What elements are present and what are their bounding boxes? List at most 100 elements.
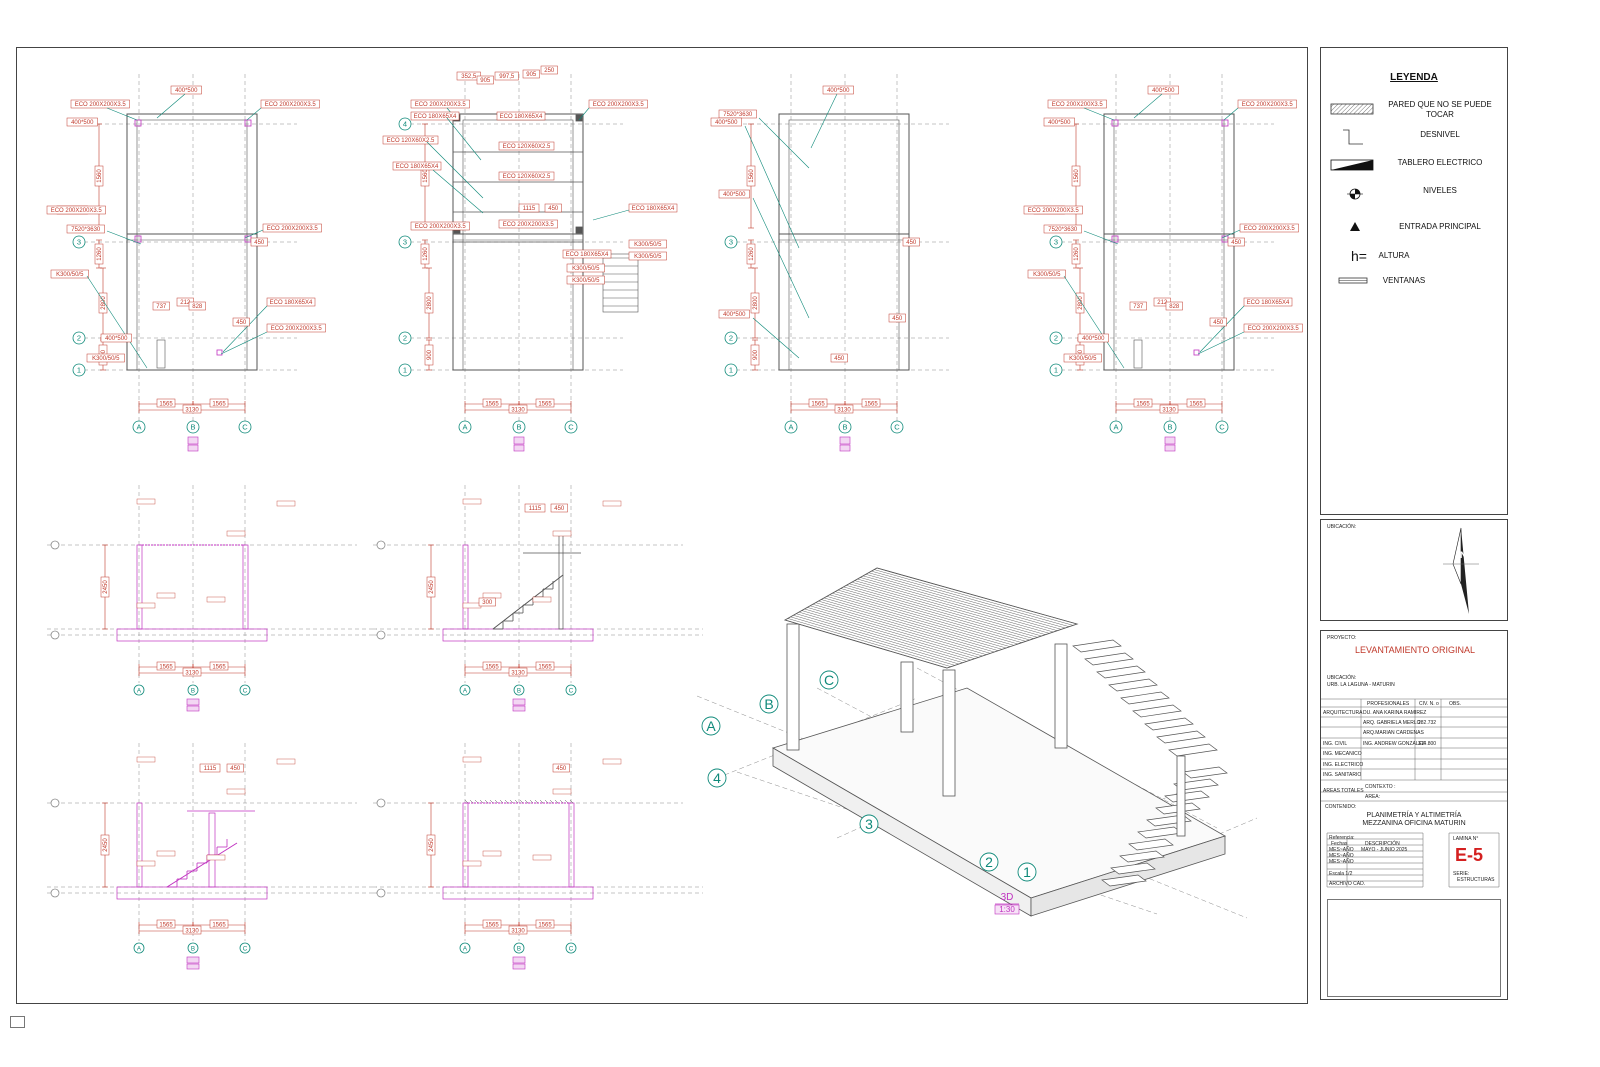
grid-bubble-label: B (517, 945, 521, 952)
dimension-label: 1565 (538, 665, 552, 671)
annotation-box (1043, 117, 1075, 127)
grid-bubble-4 (398, 117, 412, 131)
annotation-box (544, 203, 562, 213)
dimension-box (750, 344, 760, 366)
legend-title: LEYENDA (1390, 72, 1438, 83)
annotation-text: 450 (554, 506, 565, 512)
leader-line (244, 229, 264, 239)
annotation-text: 7520*3630 (1048, 227, 1078, 233)
grid-bubble-C (238, 420, 252, 434)
stair-outline (156, 339, 166, 369)
roof-corrugation (464, 799, 469, 804)
small-tag (462, 860, 482, 867)
level-bubble (376, 630, 386, 640)
annotation-box (188, 301, 206, 311)
grid-bubble-label: A (462, 423, 467, 432)
legend-label-level-change: DESNIVEL (1420, 130, 1460, 139)
small-tag (532, 854, 552, 861)
roof-rib (810, 605, 983, 657)
desc-label: DESCRIPCIÓN (1365, 841, 1400, 847)
dimension-label: 1260 (97, 247, 103, 261)
stair-tread (1128, 838, 1174, 851)
annotation-box (830, 353, 848, 363)
grid-bubble-label: 3 (403, 238, 407, 247)
legend-item-panel: TABLERO ELECTRICO (1329, 156, 1499, 182)
dimension-label: 1260 (423, 247, 429, 261)
wedge-icon (1330, 159, 1374, 171)
annotation-text: 450 (254, 240, 265, 246)
sheet-label: LAMINA N° (1453, 836, 1479, 842)
row-role: ARQUITECTURA (1323, 710, 1363, 716)
axon-grid-label: 3 (865, 816, 873, 832)
grid-bubble-label: 3 (1054, 238, 1058, 247)
dimension-box (424, 292, 434, 314)
grid-bubble-label: 1 (77, 366, 81, 375)
annotation-text: 400*500 (827, 88, 850, 94)
annotation-box (100, 333, 132, 343)
annotation-box (566, 275, 605, 285)
annotation-text: ECO 200X200X3.5 (1244, 226, 1296, 232)
dates-label: Fechas (1331, 841, 1348, 847)
dimension-box (1133, 398, 1153, 408)
corner-box (10, 1016, 25, 1028)
small-tag (602, 500, 622, 507)
dimension-box (182, 667, 202, 677)
slab-outline (442, 886, 594, 900)
ref-label: Referencia: (1329, 835, 1355, 841)
level-bubble (50, 630, 60, 640)
content-line-2: MEZZANINA OFICINA MATURIN (1362, 820, 1466, 827)
annotation-box (1147, 85, 1179, 95)
plan-inner (136, 119, 248, 371)
view-tag (186, 956, 200, 964)
small-tag (552, 788, 572, 795)
grid-bubble-label: C (569, 687, 574, 694)
roof-corrugation (524, 799, 529, 804)
annotation-text: 450 (230, 766, 241, 772)
leader-line (1223, 107, 1239, 121)
annotation-box (1043, 224, 1082, 234)
dimension-box (508, 925, 528, 935)
roof-rib (835, 591, 1018, 645)
grid-bubble-C (565, 942, 577, 954)
annotation-box (50, 269, 89, 279)
annotation-box (710, 117, 742, 127)
small-tag (482, 850, 502, 857)
annotation-text: ECO 200X200X3.5 (1028, 208, 1080, 214)
annotation-box (524, 503, 546, 513)
annotation-text: ECO 180X65X4 (396, 164, 439, 170)
axon-grid-label: 2 (985, 854, 993, 870)
annotation-text: 450 (834, 356, 845, 362)
header-professionals: PROFESIONALES (1367, 701, 1410, 707)
annotation-box (1165, 301, 1183, 311)
professionals-table-lines (1321, 698, 1507, 793)
row-name: ARQ. GABRIELA MERLO (1363, 720, 1421, 726)
roof-rib (823, 597, 1003, 650)
view-tag (1164, 444, 1176, 452)
grid-bubble-B (186, 420, 200, 434)
dimension-label: 3130 (511, 408, 525, 414)
annotation-text: 400*500 (1082, 336, 1105, 342)
roof-rib (804, 608, 975, 659)
annotation-text: 1115 (523, 206, 536, 212)
dimension-box (420, 243, 430, 265)
post-outline (558, 534, 564, 630)
annotation-box (902, 237, 920, 247)
annotation-text: K300/50/5 (572, 278, 600, 284)
annotation-box (46, 205, 106, 215)
annotation-box (1243, 323, 1303, 333)
leader-line (222, 305, 268, 353)
legend-label-entrance: ENTRADA PRINCIPAL (1399, 222, 1481, 231)
dimension-label: 3130 (511, 929, 525, 935)
annotation-text: ECO 200X200X3.5 (415, 224, 467, 230)
roof-rib (857, 578, 1050, 634)
location-panel: UBICACIÓN: N (1320, 519, 1508, 621)
dimension-label: 1560 (749, 169, 755, 183)
dimension-label: 900 (753, 349, 759, 360)
post-outline (568, 802, 575, 888)
roof-rib (826, 596, 1007, 649)
legend-panel: LEYENDA PARED QUE NO SE PUEDE TOCAR DESN… (1320, 47, 1508, 515)
location-label: UBICACIÓN: (1327, 524, 1357, 530)
leader-line (744, 125, 800, 249)
legend-item-windows: VENTANAS (1329, 274, 1499, 300)
view-tag (187, 436, 199, 445)
